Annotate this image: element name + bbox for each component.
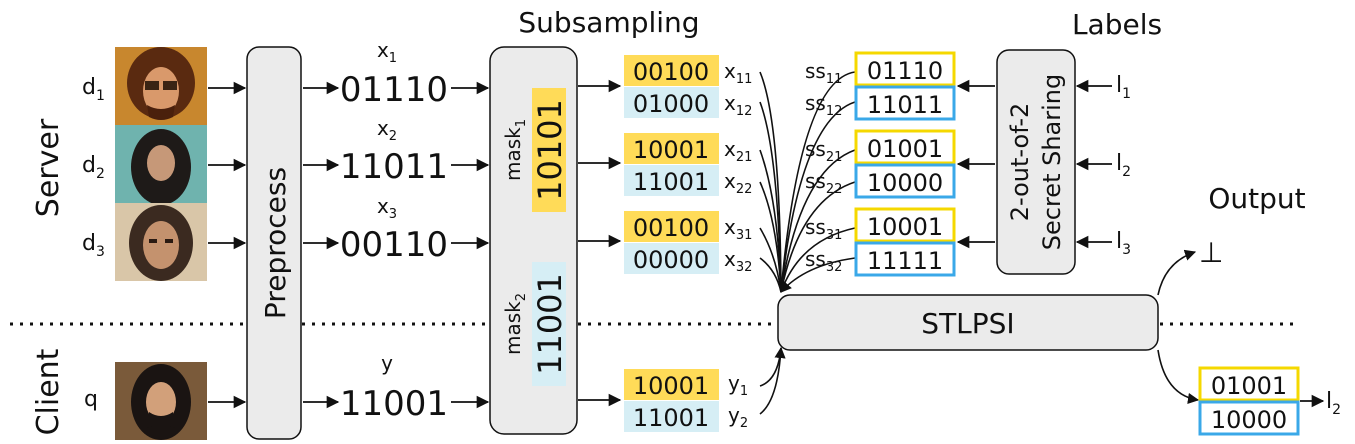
label-l2: l2: [1116, 151, 1131, 180]
subsample-a: 10001: [633, 136, 709, 164]
svg-text:d2: d2: [82, 153, 105, 182]
subsample-a: 00100: [633, 58, 709, 86]
output-header: Output: [1208, 182, 1305, 215]
subsampling-header: Subsampling: [518, 6, 699, 39]
svg-text:x2: x2: [377, 116, 397, 144]
svg-text:x22: x22: [724, 169, 752, 197]
client-subsample-group: 10001 11001 y1 y2: [624, 369, 748, 432]
share-b: 10000: [867, 169, 943, 197]
svg-text:y2: y2: [728, 403, 748, 431]
stlpsi-label: STLPSI: [921, 307, 1014, 340]
server-label: Server: [31, 118, 66, 217]
secret-sharing-line1: 2-out-of-2: [1006, 103, 1034, 222]
mask1-label: mask1: [501, 119, 529, 181]
share-a: 01001: [867, 135, 943, 163]
face-photo-d3: [115, 203, 207, 281]
share-a: 10001: [867, 213, 943, 241]
stlpsi-box: [777, 294, 1159, 351]
share-b: 11011: [867, 91, 943, 119]
label-l1: l1: [1116, 73, 1131, 102]
output-bottom-symbol: ⊥: [1199, 236, 1223, 269]
svg-text:l3: l3: [1116, 229, 1131, 258]
share-group-3: ss31 ss32 10001 11111: [805, 207, 956, 277]
svg-text:x21: x21: [724, 137, 752, 165]
secret-sharing-line2: Secret Sharing: [1038, 74, 1066, 250]
svg-text:l2: l2: [1116, 151, 1131, 180]
svg-text:d1: d1: [82, 75, 105, 104]
x2-label: x2: [377, 116, 397, 144]
share-b: 11111: [867, 247, 943, 275]
subsample-b: 11001: [633, 404, 709, 432]
mask1-highlight: [532, 88, 566, 212]
svg-text:x3: x3: [377, 194, 397, 222]
x3-label: x3: [377, 194, 397, 222]
mask2-label: mask2: [501, 293, 529, 355]
x2-bits: 11011: [340, 147, 448, 187]
mask2-bits: 11001: [531, 273, 569, 375]
mask1-bits: 10101: [531, 99, 569, 201]
svg-text:ss22: ss22: [805, 169, 842, 197]
svg-text:x11: x11: [724, 59, 752, 87]
face-photo-d1: [115, 47, 207, 125]
y-bits: 11001: [340, 384, 448, 424]
svg-text:x32: x32: [724, 247, 752, 275]
svg-text:l2: l2: [1326, 389, 1341, 418]
share-a: 01110: [867, 57, 943, 85]
x1-label: x1: [377, 38, 397, 66]
svg-text:ss11: ss11: [805, 59, 842, 87]
subsample-b: 01000: [633, 90, 709, 118]
share-group-1: ss11 ss12 01110 11011: [805, 51, 956, 121]
svg-text:ss31: ss31: [805, 215, 842, 243]
preprocess-box: [246, 46, 302, 440]
subsample-group-2: 10001 11001 x21 x22: [624, 133, 752, 197]
subsample-a: 10001: [633, 372, 709, 400]
client-label: Client: [31, 348, 66, 435]
input-name-d1: d1: [82, 75, 105, 104]
svg-text:x31: x31: [724, 215, 752, 243]
output-share-a: 01001: [1211, 372, 1287, 400]
converging-arrows: [759, 71, 856, 415]
svg-text:x12: x12: [724, 91, 752, 119]
x3-bits: 00110: [340, 225, 448, 265]
svg-text:ss12: ss12: [805, 91, 842, 119]
output-label: l2: [1326, 389, 1341, 418]
svg-text:l1: l1: [1116, 73, 1131, 102]
svg-text:y1: y1: [728, 371, 748, 399]
output-shares: 01001 10000: [1198, 366, 1300, 436]
secret-sharing-box: [996, 49, 1076, 275]
face-photo-d2: [115, 125, 207, 203]
mask2-highlight: [532, 262, 566, 386]
subsample-group-3: 00100 00000 x31 x32: [624, 211, 752, 275]
y-label: y: [381, 351, 393, 375]
subsample-a: 00100: [633, 214, 709, 242]
face-photo-q: [115, 362, 207, 440]
arrow-output-bottom: [1157, 249, 1197, 296]
labels-header: Labels: [1072, 8, 1162, 41]
svg-text:mask1: mask1: [501, 119, 529, 181]
output-share-b: 10000: [1211, 406, 1287, 434]
svg-text:mask2: mask2: [501, 293, 529, 355]
subsample-b: 11001: [633, 168, 709, 196]
svg-text:d3: d3: [82, 231, 105, 260]
preprocess-label: Preprocess: [259, 167, 292, 319]
input-name-d2: d2: [82, 153, 105, 182]
share-group-2: ss21 ss22 01001 10000: [805, 129, 956, 199]
arrow-output-shares: [1157, 349, 1200, 405]
input-name-d3: d3: [82, 231, 105, 260]
svg-text:ss21: ss21: [805, 137, 842, 165]
svg-text:ss32: ss32: [805, 247, 842, 275]
x1-bits: 01110: [340, 70, 448, 110]
label-l3: l3: [1116, 229, 1131, 258]
subsample-group-1: 00100 01000 x11 x12: [624, 55, 752, 119]
subsample-b: 00000: [633, 246, 709, 274]
svg-text:x1: x1: [377, 38, 397, 66]
input-name-q: q: [84, 387, 98, 412]
